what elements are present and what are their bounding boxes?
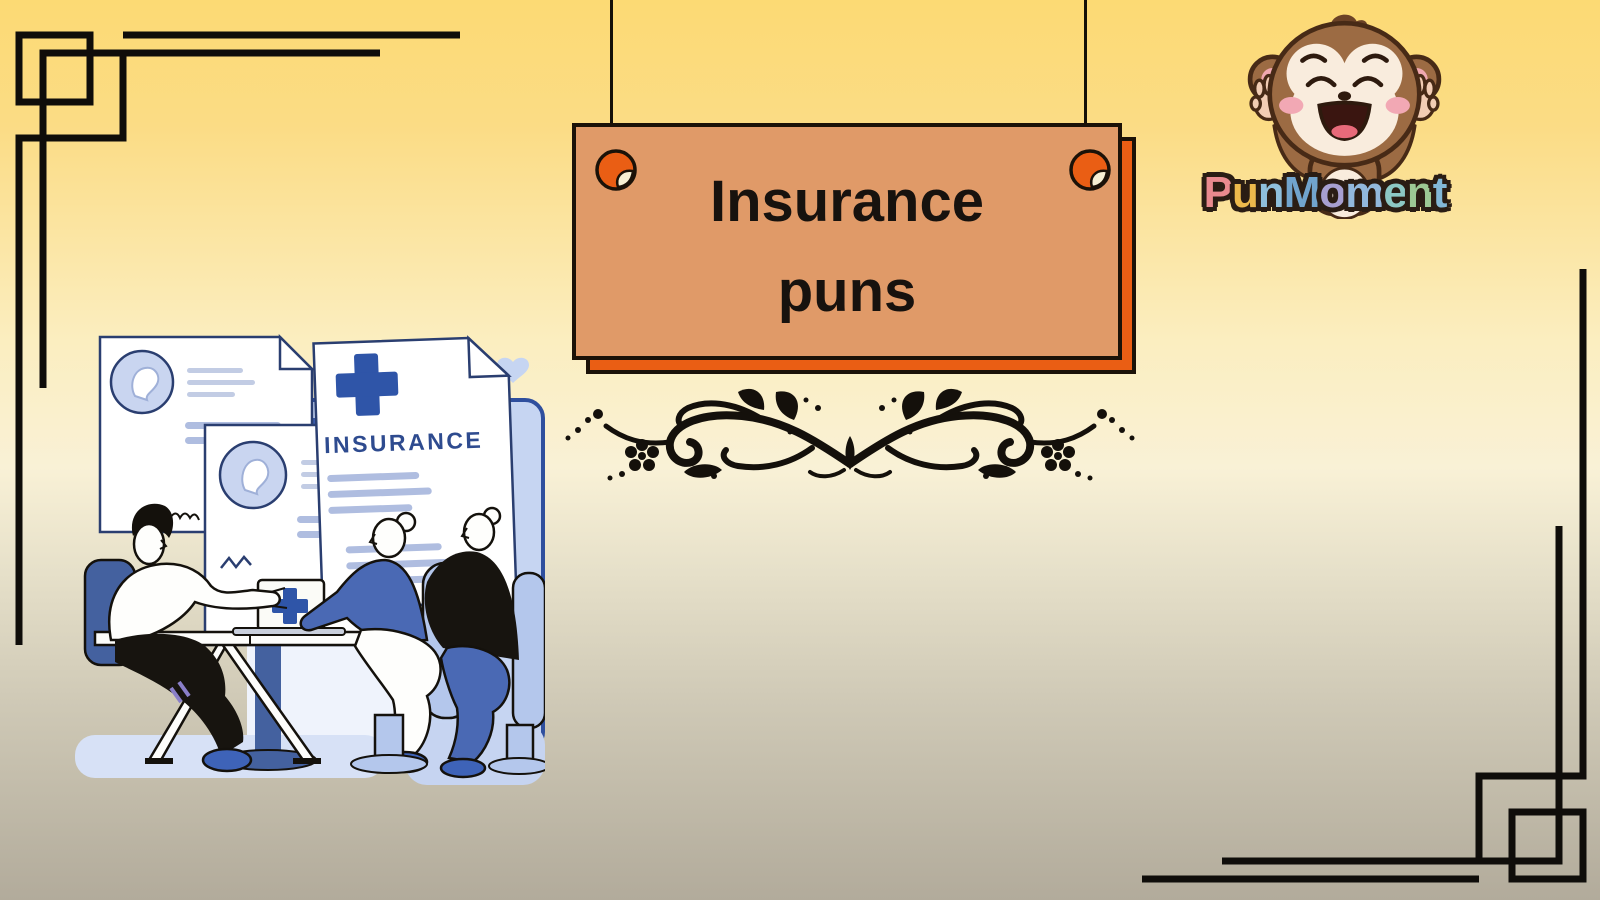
brand-letter: e — [1383, 168, 1408, 217]
insurance-consultation-illustration: INSURANCE — [75, 333, 545, 785]
brand-letter: m — [1345, 168, 1384, 217]
brand-letter: t — [1432, 168, 1448, 217]
monkey-mascot-icon — [1247, 14, 1442, 219]
sign-string-right — [1084, 0, 1087, 170]
sign-hole-left-icon — [595, 149, 637, 191]
corner-frame-bottom-right-icon — [1142, 269, 1587, 883]
agent-figure — [108, 503, 288, 773]
heart-icon — [497, 357, 529, 383]
page-title-line2: puns — [777, 259, 917, 324]
brand-letter: P — [1203, 168, 1233, 217]
brand-letter: n — [1406, 168, 1434, 217]
page-title-line1: Insurance — [710, 169, 984, 234]
sign-hole-right-icon — [1069, 149, 1111, 191]
laptop-cross-icon — [272, 588, 308, 624]
brand-letter: n — [1257, 168, 1285, 217]
floral-divider-icon — [538, 386, 1163, 481]
brand-letter: M — [1283, 168, 1321, 217]
brand-letter: u — [1231, 168, 1259, 217]
medical-cross-icon — [335, 353, 399, 416]
scribble — [220, 555, 252, 570]
sign-string-left — [610, 0, 613, 170]
document-label: INSURANCE — [324, 427, 484, 459]
brand-letter: o — [1319, 168, 1346, 217]
client-black-sweater-figure — [424, 506, 545, 779]
title-sign: Insurance puns — [572, 123, 1122, 360]
